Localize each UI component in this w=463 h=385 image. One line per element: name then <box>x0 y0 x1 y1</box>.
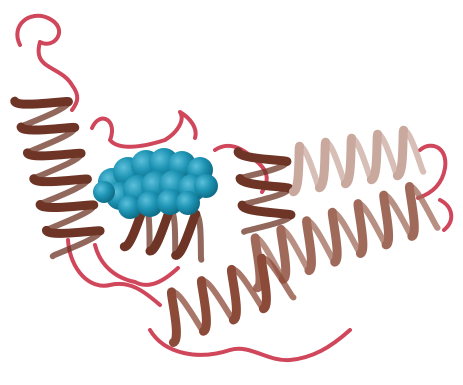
loop-left-edge <box>95 245 178 285</box>
loop-top-left <box>17 16 77 110</box>
helix-segment <box>34 179 88 182</box>
ligand-atom <box>93 181 115 203</box>
helix-segment <box>201 281 206 332</box>
helix-segment <box>238 152 287 162</box>
helix-segment <box>46 230 100 233</box>
helix-upper-right <box>293 130 423 192</box>
helix-segment <box>171 292 176 343</box>
helix-segment <box>261 258 266 309</box>
loop-right-bottom <box>440 200 451 230</box>
ligand-atom <box>176 191 200 215</box>
helix-segment <box>281 229 286 279</box>
ligand-atom <box>194 174 218 198</box>
helix-segment <box>40 205 94 208</box>
helix-segment <box>397 130 403 175</box>
helices <box>15 101 438 342</box>
helix-segment <box>307 221 312 271</box>
helix-segment <box>384 195 389 245</box>
helix-left-vertical <box>15 101 100 256</box>
helix-segment <box>27 153 81 156</box>
loop-upper <box>92 112 196 147</box>
helix-segment <box>21 127 75 130</box>
helix-segment <box>332 212 337 262</box>
helix-segment <box>358 204 363 254</box>
helix-segment <box>240 178 289 188</box>
helix-segment <box>242 205 291 215</box>
helix-segment <box>176 214 196 255</box>
helix-segment <box>371 134 377 179</box>
helix-segment <box>409 187 414 237</box>
helix-segment <box>345 138 351 183</box>
helix-segment <box>319 142 325 187</box>
helix-segment <box>15 101 69 104</box>
helix-segment <box>231 269 236 320</box>
ligand-spacefill <box>93 148 218 219</box>
helix-lower-right <box>255 186 437 287</box>
helix-bottom-left <box>171 258 293 342</box>
helix-segment <box>293 146 299 191</box>
